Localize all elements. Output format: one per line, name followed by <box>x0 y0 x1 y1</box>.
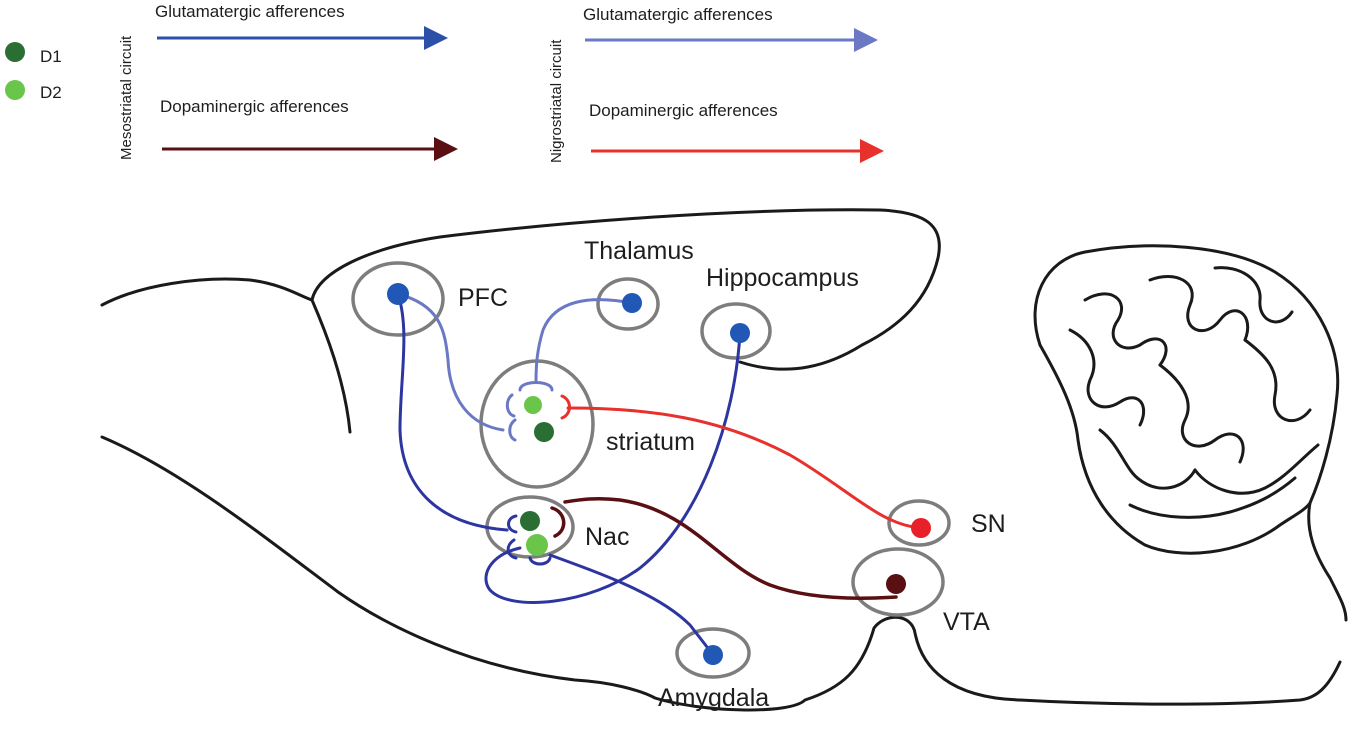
striatum-terminal-left <box>505 393 516 418</box>
sn-neuron <box>911 518 931 538</box>
vta-to-nac-path <box>563 497 898 600</box>
nac-to-amygdala-path <box>548 553 715 657</box>
hippocampus-neuron <box>730 323 750 343</box>
synaptic-terminals <box>505 381 571 566</box>
pfc-neuron <box>387 283 409 305</box>
hippocampus-to-nac-path <box>484 331 742 604</box>
brain-outline <box>100 208 1348 712</box>
thalamus-neuron <box>622 293 642 313</box>
nigro-glutamatergic-label: Glutamatergic afferences <box>583 5 773 24</box>
sn-ring <box>887 499 951 547</box>
d2-swatch <box>5 80 25 100</box>
nigro-dopaminergic-label: Dopaminergic afferences <box>589 101 778 120</box>
amygdala-neuron <box>703 645 723 665</box>
legend: D1 D2 Mesostriatal circuit Glutamatergic… <box>5 2 884 163</box>
d2-label: D2 <box>40 83 62 102</box>
d1-label: D1 <box>40 47 62 66</box>
hippocampus-ring <box>700 302 772 360</box>
amygdala-ring <box>675 627 751 679</box>
nac-terminal-left <box>507 514 518 534</box>
striatum-terminal-red <box>560 394 571 420</box>
pfc-label: PFC <box>458 284 508 312</box>
thalamus-ring <box>596 277 660 331</box>
d1-swatch <box>5 42 25 62</box>
nac-terminal-dark <box>550 506 566 538</box>
amygdala-label: Amygdala <box>658 684 769 712</box>
sn-to-striatum-path <box>566 406 923 530</box>
nac-label: Nac <box>585 523 629 551</box>
projections <box>396 292 923 657</box>
pfc-ring <box>351 261 445 337</box>
vta-ring <box>851 547 945 617</box>
pfc-to-striatum-path <box>396 292 505 432</box>
neurons <box>387 283 931 665</box>
thalamus-to-striatum-path <box>534 298 634 384</box>
striatum-d1-neuron <box>534 422 554 442</box>
mesostriatal-circuit-title: Mesostriatal circuit <box>118 35 135 160</box>
nac-d2-neuron <box>526 534 548 556</box>
vta-label: VTA <box>943 608 990 636</box>
region-rings <box>351 261 951 679</box>
hippocampus-label: Hippocampus <box>706 264 859 292</box>
vta-neuron <box>886 574 906 594</box>
nac-terminal-leftlow <box>506 538 518 560</box>
striatum-d2-neuron <box>524 396 542 414</box>
meso-dopaminergic-label: Dopaminergic afferences <box>160 97 349 116</box>
striatum-label: striatum <box>606 428 695 456</box>
nac-d1-neuron <box>520 511 540 531</box>
meso-glutamatergic-label: Glutamatergic afferences <box>155 2 345 21</box>
thalamus-label: Thalamus <box>584 237 694 265</box>
nigrostriatal-circuit-title: Nigrostriatal circuit <box>548 39 565 163</box>
striatum-terminal-top <box>518 381 554 392</box>
region-labels: PFC Thalamus Hippocampus striatum Nac SN… <box>458 237 1006 712</box>
pfc-to-nac-path <box>396 292 509 532</box>
striatum-terminal-leftlow <box>508 418 517 442</box>
nac-terminal-bottom <box>528 556 552 566</box>
sn-label: SN <box>971 510 1006 538</box>
